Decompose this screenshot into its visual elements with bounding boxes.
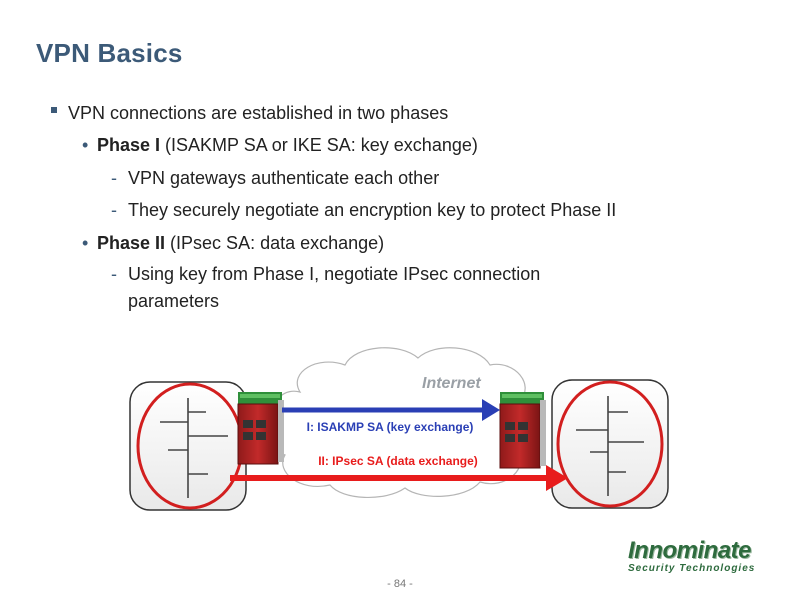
ipsec-arrow-icon (230, 465, 568, 491)
phase1-rest: (ISAKMP SA or IKE SA: key exchange) (160, 135, 478, 155)
bullet-phase1: • Phase I (ISAKMP SA or IKE SA: key exch… (82, 135, 478, 156)
logo-tagline: Security Technologies (628, 563, 756, 574)
bullet-main: VPN connections are established in two p… (51, 103, 449, 124)
internet-label: Internet (422, 375, 481, 392)
ipsec-label: II: IPsec SA (data exchange) (318, 454, 478, 468)
page-number: - 84 - (387, 578, 413, 590)
dot-bullet-icon: • (82, 135, 89, 155)
bullet-phase1-sub1: - VPN gateways authenticate each other (111, 168, 440, 189)
phase1-sub1-text: VPN gateways authenticate each other (128, 168, 440, 188)
logo-name: Innominate (628, 537, 752, 564)
right-vpn-gateway-icon (499, 392, 546, 469)
bullet-list: VPN connections are established in two p… (51, 103, 617, 312)
isakmp-label: I: ISAKMP SA (key exchange) (307, 420, 474, 434)
square-bullet-icon (51, 107, 57, 113)
dash-bullet-icon: - (111, 168, 117, 188)
isakmp-arrow-icon (282, 399, 500, 421)
company-logo: Innominate Security Technologies (600, 537, 770, 577)
bullet-phase2: • Phase II (IPsec SA: data exchange) (82, 233, 385, 254)
phase2-sub1-text-line1: Using key from Phase I, negotiate IPsec … (128, 264, 541, 284)
phase1-sub2-text: They securely negotiate an encryption ke… (128, 200, 617, 220)
internet-cloud-icon (268, 347, 534, 498)
phase1-bold: Phase I (97, 135, 161, 155)
dash-bullet-icon: - (111, 264, 117, 284)
bullet-phase2-sub1: - Using key from Phase I, negotiate IPse… (111, 264, 541, 285)
phase2-sub1-text-line2: parameters (128, 291, 220, 311)
left-vpn-gateway-icon (237, 392, 284, 465)
phase2-bold: Phase II (97, 233, 166, 253)
left-network (129, 381, 247, 511)
phase2-rest: (IPsec SA: data exchange) (165, 233, 385, 253)
dot-bullet-icon: • (82, 233, 89, 253)
bullet-phase2-sub1-cont: parameters (128, 291, 219, 312)
bullet-phase1-sub2: - They securely negotiate an encryption … (111, 200, 617, 221)
slide-title: VPN Basics (36, 38, 183, 68)
bullet-main-text: VPN connections are established in two p… (68, 103, 449, 123)
dash-bullet-icon: - (111, 200, 117, 220)
vpn-diagram: Internet (129, 347, 669, 511)
right-network (551, 379, 669, 509)
